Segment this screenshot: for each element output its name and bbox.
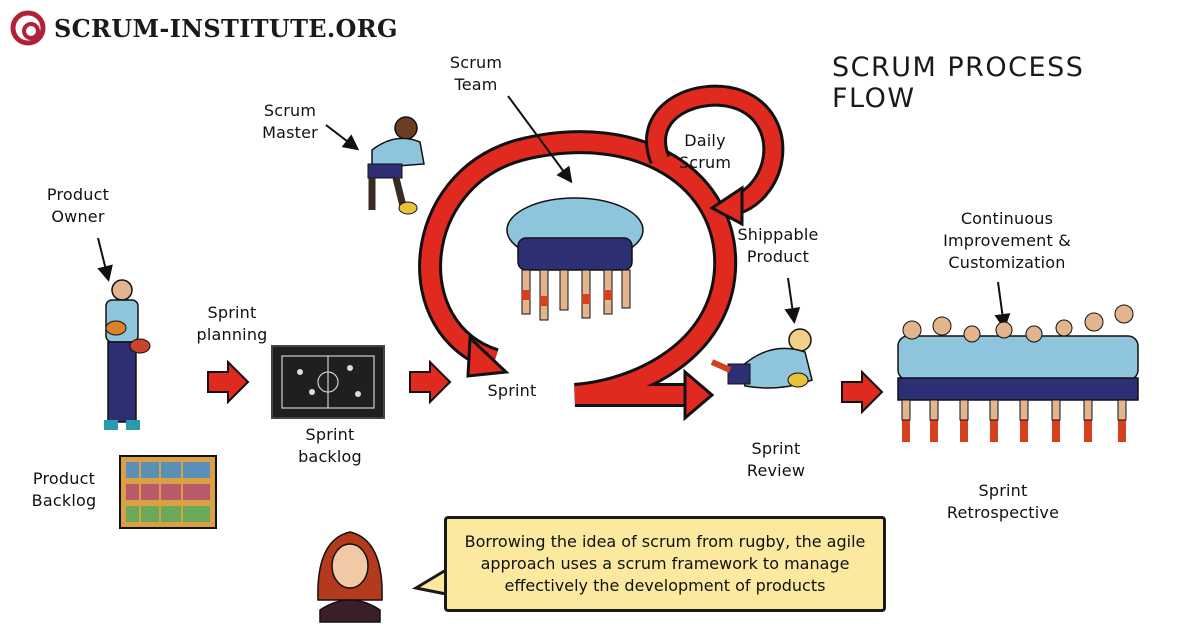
pointer-scrum-master	[325, 124, 360, 151]
callout-box: Borrowing the idea of scrum from rugby, …	[444, 516, 886, 612]
daily-scrum-loop-arrow	[645, 84, 785, 227]
product-owner-figure	[104, 279, 151, 430]
pointer-scrum-team	[507, 95, 573, 184]
brand-header: SCRUM-INSTITUTE.ORG	[8, 8, 398, 48]
brand-logo-icon	[10, 10, 46, 46]
pointer-product-owner	[97, 237, 113, 282]
tactics-board-image	[271, 345, 385, 419]
label-sprint: Sprint	[487, 381, 537, 400]
bookshelf-image	[119, 455, 217, 529]
scrum-team-figure	[506, 197, 644, 321]
flow-arrow-2	[409, 359, 452, 405]
narrator-avatar	[317, 531, 383, 623]
scrum-master-figure	[367, 116, 425, 215]
team-huddle-figure	[897, 304, 1139, 442]
sprint-loop-arrow	[418, 130, 738, 422]
diagram-title: SCRUM PROCESS FLOW	[832, 52, 1085, 114]
pointer-shippable-product	[784, 277, 801, 324]
diving-player-figure	[710, 328, 813, 389]
flow-arrow-3	[841, 369, 884, 415]
pointer-continuous-improvement	[994, 281, 1011, 330]
brand-name: SCRUM-INSTITUTE.ORG	[54, 13, 398, 43]
flow-arrow-1	[207, 359, 250, 405]
callout-tail	[411, 567, 448, 596]
